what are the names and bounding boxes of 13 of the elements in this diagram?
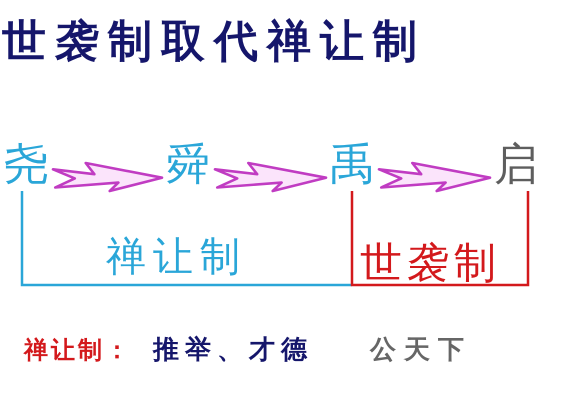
- diagram-title: 世袭制取代禅让制: [2, 20, 426, 64]
- zigzag-arrow: [378, 162, 492, 192]
- term-heading: 禅让制：: [24, 338, 132, 362]
- ruler-name: 启: [494, 143, 538, 187]
- ruler-name: 禹: [330, 143, 374, 187]
- bracket-caption: 世袭制: [360, 242, 501, 284]
- bracket-caption: 禅让制: [106, 237, 247, 277]
- ruler-name: 尧: [4, 143, 48, 187]
- zigzag-arrow: [52, 162, 164, 192]
- zigzag-arrow: [214, 162, 328, 192]
- feature-text: 推举、才德: [153, 337, 313, 363]
- feature-text: 公天下: [370, 337, 472, 363]
- ruler-name: 舜: [166, 143, 210, 187]
